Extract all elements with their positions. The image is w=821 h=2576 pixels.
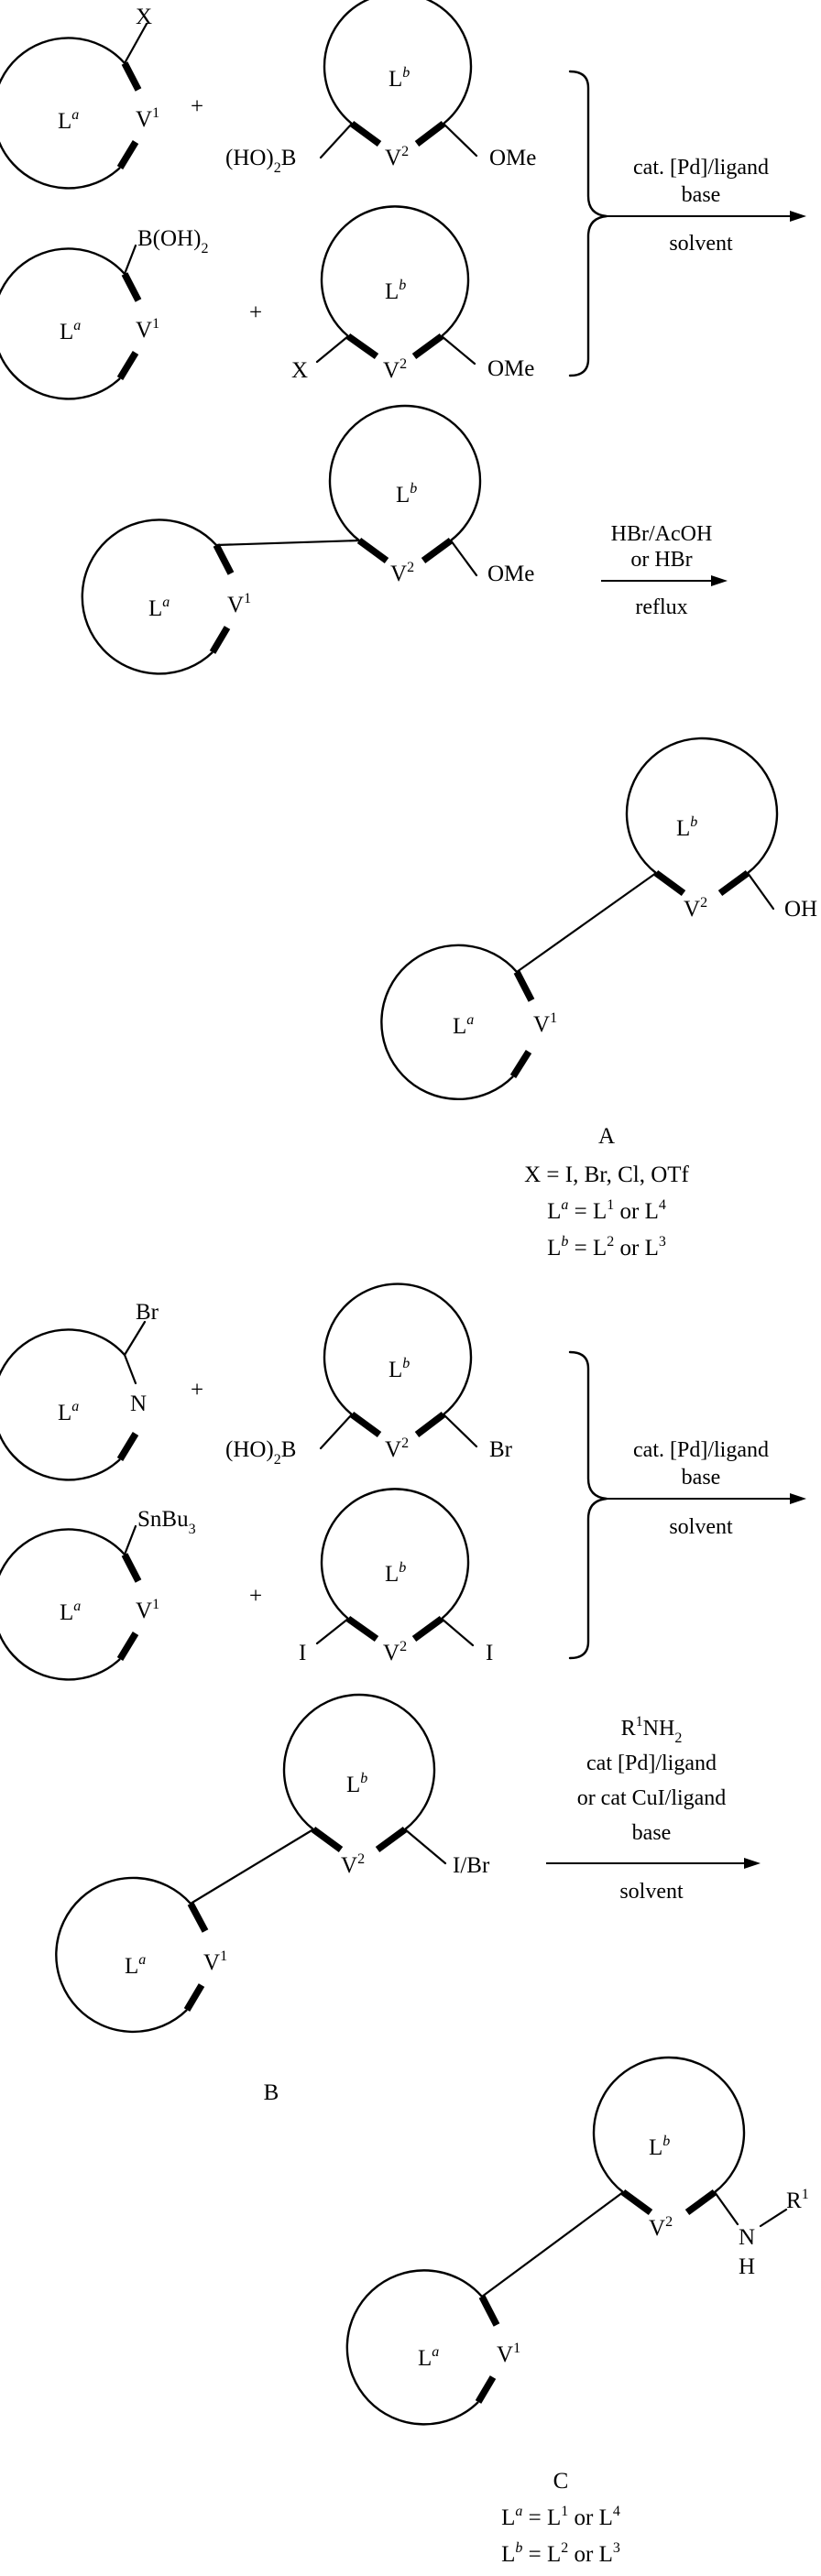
v1-label: V1 [227,591,251,617]
ring-la-label: La [58,1399,79,1425]
arrowhead-1 [790,211,806,222]
step4-condition-1: R1NH2 [621,1714,683,1746]
ring-lb-label: Lb [389,1356,410,1382]
ring-la-label: La [60,1599,81,1625]
compound-b-label: B [264,2080,279,2105]
v2-label: V2 [390,560,414,586]
reactant-la-n-br: Br N La [0,1300,159,1479]
v1-label: V1 [203,1948,227,1975]
v1-label: V1 [533,1010,557,1037]
v2-label: V2 [649,2214,673,2241]
arrowhead-4 [744,1858,761,1869]
ring-lb-label: Lb [346,1771,367,1797]
ring-la-label: La [453,1012,474,1039]
compound-c-definition-la: La = L1 or L4 [501,2504,620,2530]
ring-la-label: La [125,1952,146,1979]
compound-a-definition-la: La = L1 or L4 [547,1197,666,1224]
ring-la-label: La [418,2344,439,2371]
plus-sign: + [249,1584,262,1609]
step2-condition-2: or HBr [630,548,692,572]
intermediate-ome: OMe V2 Lb La V1 [82,406,535,673]
plus-sign: + [191,94,203,119]
reactant-la-x: X La V1 [0,5,159,188]
compound-a-definition-x: X = I, Br, Cl, OTf [524,1162,689,1187]
plus-sign: + [249,300,262,325]
v1-label: V1 [136,105,159,132]
bracket-2 [570,1352,607,1658]
compound-a-definition-lb: Lb = L2 or L3 [547,1234,666,1261]
v2-label: V2 [341,1851,365,1878]
step4-condition-2: cat [Pd]/ligand [586,1752,717,1775]
methoxy-label: OMe [487,356,534,381]
v2-label: V2 [385,1435,409,1462]
bracket-1 [570,71,607,376]
step1-condition-1: cat. [Pd]/ligand [633,156,769,180]
intermediate-b: I/Br V2 Lb La V1 [56,1695,490,2032]
arrowhead-2 [711,575,728,586]
step4-condition-4: base [632,1821,672,1845]
step3-condition-1: cat. [Pd]/ligand [633,1438,769,1462]
boronic-acid-substituent-label: B(OH)2 [137,226,208,257]
ring-la-label: La [58,107,79,134]
step3-condition-3: solvent [669,1515,733,1539]
iodo-label: I [486,1641,493,1665]
step1-condition-2: base [682,183,721,207]
reactant-lb-boronic-br: (HO)2B Br Lb V2 [225,1284,513,1468]
ring-lb-label: Lb [649,2134,670,2160]
arrowhead-3 [790,1493,806,1504]
step4-condition-5: solvent [619,1880,684,1904]
v2-label: V2 [383,1639,407,1665]
ring-lb-label: Lb [389,65,410,92]
step1-condition-3: solvent [669,232,733,256]
reactant-lb-boronic-ome: (HO)2B OMe Lb V2 [225,0,536,176]
compound-c-label: C [553,2469,569,2494]
r1-label: R1 [786,2187,809,2213]
ring-lb-label: Lb [676,814,697,841]
plus-sign: + [191,1378,203,1403]
compound-a-label: A [598,1124,615,1149]
ring-lb-label: Lb [396,481,417,508]
reactant-lb-x-ome: X OMe Lb V2 [291,206,534,383]
v2-label: V2 [684,895,707,922]
substituent-x-label: X [291,358,308,383]
step4-condition-3: or cat CuI/ligand [577,1786,727,1810]
step2-condition-3: reflux [635,595,687,619]
reactant-la-stannane: SnBu3 La V1 [0,1507,196,1679]
ring-nitrogen-label: N [130,1392,147,1416]
iodo-label: I [299,1641,306,1665]
step3-condition-2: base [682,1466,721,1490]
hydroxyl-label: OH [784,897,817,922]
amine-nitrogen-label: N [739,2225,755,2250]
compound-c-definition-lb: Lb = L2 or L3 [501,2540,620,2567]
ring-la-label: La [148,595,170,621]
boronic-acid-label: (HO)2B [225,1437,296,1468]
product-c: N H R1 V2 Lb La V1 [347,2058,809,2424]
iodo-bromo-label: I/Br [453,1853,490,1878]
stannane-label: SnBu3 [137,1507,196,1537]
ring-la-label: La [60,318,81,344]
product-a: OH V2 Lb La V1 [381,738,817,1099]
ring-lb-label: Lb [385,278,406,304]
v2-label: V2 [383,356,407,383]
ring-lb-label: Lb [385,1560,406,1587]
reactant-la-boronic: B(OH)2 La V1 [0,226,208,398]
bromo-label: Br [136,1300,159,1325]
methoxy-label: OMe [487,562,534,586]
reactant-lb-diiodo: I I Lb V2 [299,1489,493,1665]
v2-label: V2 [385,144,409,170]
v1-label: V1 [136,316,159,343]
boronic-acid-label: (HO)2B [225,146,296,176]
methoxy-label: OMe [489,146,536,170]
substituent-x-label: X [136,5,152,29]
amine-hydrogen-label: H [739,2254,755,2279]
step2-condition-1: HBr/AcOH [611,522,713,546]
bromo-label: Br [489,1437,513,1462]
v1-label: V1 [136,1597,159,1623]
v1-label: V1 [497,2341,520,2367]
